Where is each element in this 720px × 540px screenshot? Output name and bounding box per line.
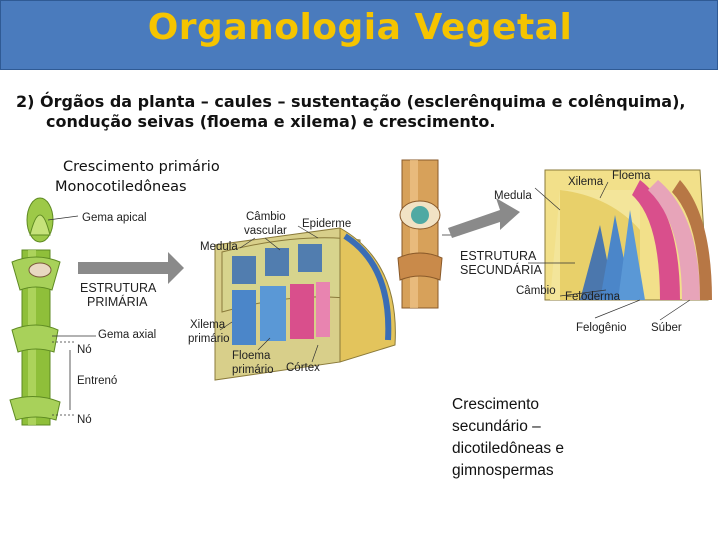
title-bar: Organologia Vegetal	[0, 0, 718, 70]
secondary-growth-caption: Crescimento secundário – dicotiledôneas …	[452, 394, 564, 482]
secondary-cross-section	[528, 169, 712, 321]
label-epiderme: Epiderme	[302, 218, 352, 230]
arrow-primary	[78, 252, 184, 284]
label-cambio: Câmbio	[516, 285, 556, 297]
label-floema-primario-1: Floema	[232, 350, 271, 362]
label-estrutura-secundaria-2: SECUNDÁRIA	[460, 263, 542, 277]
secondary-caption-line-1: Crescimento	[452, 396, 539, 413]
primary-growth-caption: Crescimento primário Monocotiledôneas	[55, 157, 220, 197]
label-gema-axial: Gema axial	[98, 329, 157, 341]
label-suber: Súber	[651, 322, 682, 334]
label-feloderma: Feloderma	[565, 291, 620, 303]
secondary-caption-line-4: gimnospermas	[452, 462, 554, 479]
subtitle-line-2: condução seivas (floema e xilema) e cres…	[46, 112, 496, 131]
label-gema-apical: Gema apical	[82, 212, 147, 224]
label-floema-primario-2: primário	[232, 364, 274, 376]
primary-cross-section	[214, 225, 396, 381]
primary-caption-line-2: Monocotiledôneas	[55, 179, 187, 195]
secondary-caption-line-2: secundário –	[452, 418, 541, 435]
label-no-top: Nó	[77, 344, 92, 356]
label-floema-right: Floema	[612, 170, 651, 182]
label-medula-left: Medula	[200, 241, 238, 253]
label-estrutura-secundaria-1: ESTRUTURA	[460, 249, 537, 263]
label-cortex: Córtex	[286, 362, 320, 374]
label-entreno: Entrenó	[77, 375, 118, 387]
secondary-stem-illustration	[397, 159, 460, 309]
label-estrutura-primaria-2: PRIMÁRIA	[87, 295, 148, 309]
primary-caption-line-1: Crescimento primário	[63, 159, 220, 175]
slide-subtitle: 2) Órgãos da planta – caules – sustentaç…	[16, 92, 716, 132]
subtitle-line-1: 2) Órgãos da planta – caules – sustentaç…	[16, 92, 686, 111]
label-estrutura-primaria-1: ESTRUTURA	[80, 281, 157, 295]
slide-title: Organologia Vegetal	[147, 7, 573, 48]
arrow-secondary	[448, 198, 520, 238]
label-xilema-primario-2: primário	[188, 333, 230, 345]
label-cambio-vascular-1: Câmbio	[246, 211, 286, 223]
label-medula-right: Medula	[494, 190, 532, 202]
label-no-bottom: Nó	[77, 414, 92, 426]
primary-stem-illustration	[9, 197, 96, 426]
label-felogenio: Felogênio	[576, 322, 627, 334]
label-cambio-vascular-2: vascular	[244, 225, 287, 237]
secondary-caption-line-3: dicotiledôneas e	[452, 440, 565, 457]
label-xilema-primario-1: Xilema	[190, 319, 226, 331]
label-xilema-right: Xilema	[568, 176, 604, 188]
